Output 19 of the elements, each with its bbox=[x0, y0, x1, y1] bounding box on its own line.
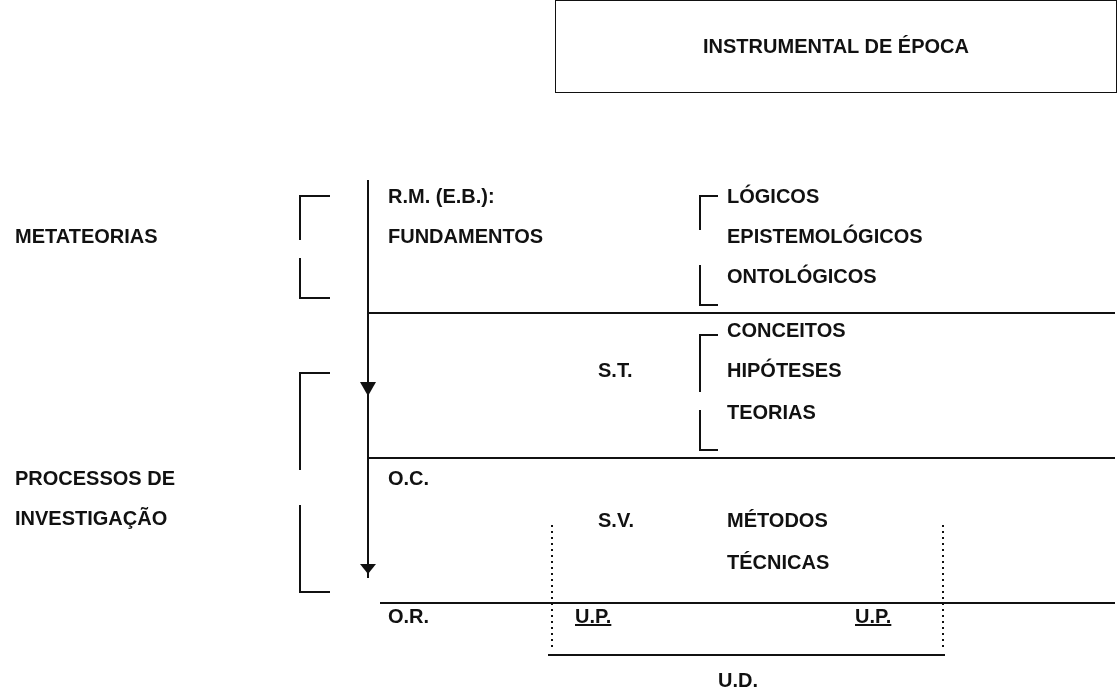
list-item: TÉCNICAS bbox=[727, 550, 830, 575]
section-label: U.D. bbox=[718, 668, 758, 693]
list-item: EPISTEMOLÓGICOS bbox=[727, 223, 923, 249]
list-item: HIPÓTESES bbox=[727, 357, 842, 383]
list-item: CONCEITOS bbox=[727, 318, 846, 343]
section-label: U.P. bbox=[855, 604, 892, 629]
section-label: S.T. bbox=[598, 358, 633, 383]
section-label: O.C. bbox=[388, 466, 430, 491]
list-item: MÉTODOS bbox=[727, 508, 828, 533]
section-label: R.M. (E.B.): FUNDAMENTOS bbox=[388, 184, 545, 249]
row-heading: METATEORIAS bbox=[15, 224, 158, 249]
box-title: INSTRUMENTAL DE ÉPOCA bbox=[703, 35, 969, 58]
list-item: ONTOLÓGICOS bbox=[727, 263, 877, 289]
section-label: U.P. bbox=[575, 604, 612, 629]
list-item: TEORIAS bbox=[727, 400, 816, 425]
row-heading: PROCESSOS DE INVESTIGAÇÃO bbox=[15, 466, 177, 531]
section-label: S.V. bbox=[598, 508, 634, 533]
section-label: O.R. bbox=[388, 604, 430, 629]
list-item: LÓGICOS bbox=[727, 183, 820, 209]
